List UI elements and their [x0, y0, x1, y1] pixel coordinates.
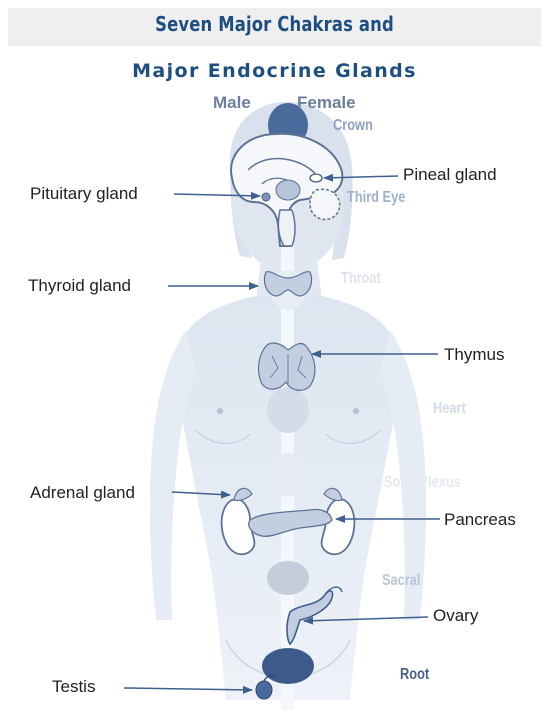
pituitary-organ — [262, 193, 270, 201]
chakra-label-sacral: Sacral — [382, 572, 420, 590]
gland-label-pancreas: Pancreas — [444, 510, 516, 530]
gland-label-thyroid: Thyroid gland — [28, 276, 131, 296]
gland-label-pituitary: Pituitary gland — [30, 184, 138, 204]
chakra-label-third-eye: Third Eye — [347, 189, 405, 207]
chakra-sacral — [267, 561, 309, 595]
gland-label-pineal: Pineal gland — [403, 165, 497, 185]
chakra-heart — [267, 387, 309, 433]
gland-label-testis: Testis — [52, 677, 95, 697]
thymus-organ — [259, 343, 315, 390]
gland-label-thymus: Thymus — [444, 345, 504, 365]
pineal-organ — [310, 174, 322, 182]
male-label: Male — [213, 93, 251, 113]
female-label: Female — [297, 93, 356, 113]
chakra-label-root: Root — [400, 666, 429, 684]
chakra-label-solar-plexus: Solar Plexus — [384, 474, 461, 492]
chakra-solar-plexus — [267, 453, 309, 497]
chakra-label-crown: Crown — [333, 117, 373, 135]
gland-label-ovary: Ovary — [433, 606, 478, 626]
chakra-root — [262, 648, 314, 684]
gland-label-adrenal: Adrenal gland — [30, 483, 135, 503]
chakra-label-heart: Heart — [433, 400, 466, 418]
chakra-label-throat: Throat — [341, 270, 381, 288]
